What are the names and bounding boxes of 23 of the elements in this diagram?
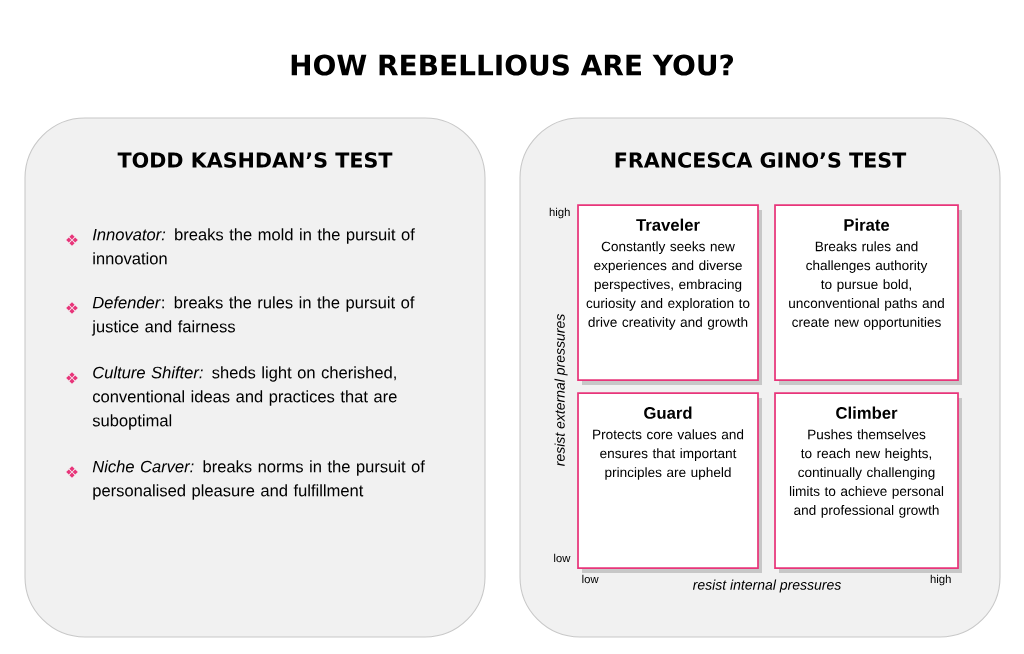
panel-heading: TODD KASHDAN’S TEST bbox=[117, 152, 393, 168]
quadrant-description: Protects core values and ensures that important principles are upheld bbox=[593, 429, 744, 480]
quadrant-heading: Climber bbox=[836, 406, 898, 419]
quadrant-box bbox=[774, 392, 962, 573]
axis-title: resist internal pressures bbox=[692, 579, 841, 593]
quadrant-description: Constantly seeks new experiences and diverse perspectives, embracing curiosity and exploration to drive creativity and growth bbox=[586, 241, 750, 330]
axis-label: high bbox=[549, 207, 570, 219]
panel bbox=[24, 117, 486, 638]
quadrant-heading: Traveler bbox=[636, 218, 700, 231]
list-item: Culture Shifter: sheds light on cherished, conventional ideas and practices that are suboptimal bbox=[92, 366, 397, 430]
panel-heading: FRANCESCA GINO’S TEST bbox=[615, 152, 907, 168]
axis-title: resist external pressures bbox=[554, 314, 568, 467]
list-item: Innovator: breaks the mold in the pursuit of innovation bbox=[92, 228, 415, 265]
quadrant-heading: Pirate bbox=[844, 218, 890, 231]
quadrant-description: Pushes themselves to reach new heights, continually challenging limits to achieve personal and professional growth bbox=[789, 429, 944, 518]
list-item: Niche Carver: breaks norms in the pursuit of personalised pleasure and fulfillment bbox=[92, 460, 425, 500]
quadrant-box bbox=[577, 392, 762, 573]
quadrant-box bbox=[774, 204, 962, 385]
quadrant-description: Breaks rules and challenges authority to pursue bold, unconventional paths and create new opportunities bbox=[789, 241, 944, 330]
list-item: Defender: breaks the rules in the pursuit of justice and fairness bbox=[91, 296, 415, 336]
page-title: HOW REBELLIOUS ARE YOU? bbox=[291, 54, 733, 76]
quadrant-heading: Guard bbox=[644, 406, 692, 419]
quadrant-box bbox=[577, 204, 762, 385]
